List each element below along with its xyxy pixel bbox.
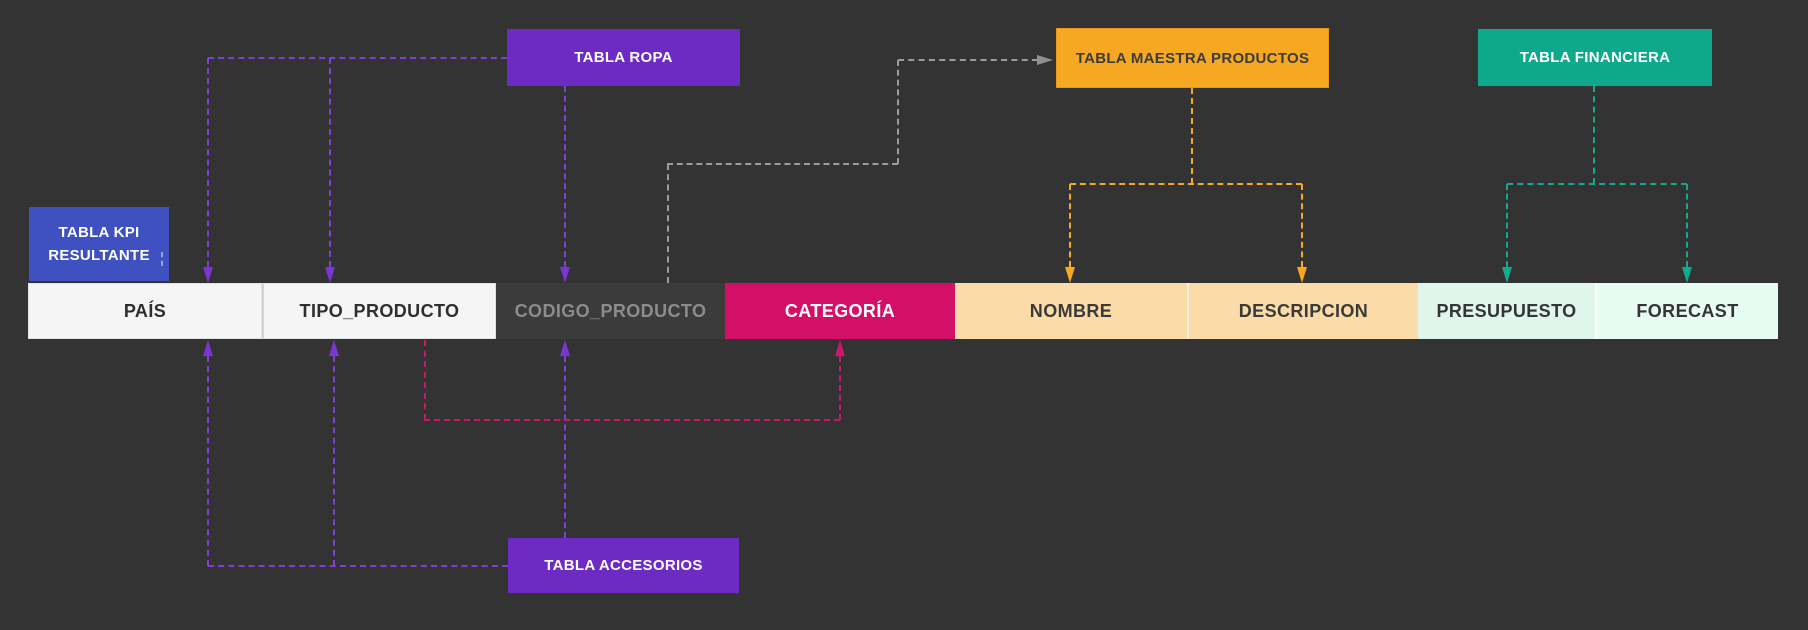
arrow-down-icon [325,267,335,283]
connector-maestra-horizontal [1070,183,1302,185]
table-box-accesorios[interactable]: TABLA ACCESORIOS [508,538,739,593]
arrow-up-icon [329,340,339,356]
connector-accesorios-vertical-pais [207,356,209,566]
connector-financiera-horizontal [1507,183,1687,185]
connector-pink-horizontal [424,419,840,421]
connector-ropa-horizontal [208,57,507,59]
field-forecast-label: FORECAST [1636,300,1739,321]
field-codigo-producto[interactable]: CODIGO_PRODUCTO [496,283,725,339]
arrow-down-icon [1502,267,1512,283]
field-descripcion[interactable]: DESCRIPCION [1187,283,1418,339]
table-box-financiera[interactable]: TABLA FINANCIERA [1478,29,1712,86]
table-box-ropa[interactable]: TABLA ROPA [507,29,740,86]
connector-maestra-vertical-nombre [1069,184,1071,267]
table-box-kpi-resultante[interactable]: TABLA KPI RESULTANTE [29,207,169,281]
field-descripcion-label: DESCRIPCION [1238,300,1369,321]
arrow-down-icon [1297,267,1307,283]
arrow-up-icon [835,340,845,356]
field-forecast[interactable]: FORECAST [1595,283,1778,339]
connector-financiera-vertical-presupuesto [1506,184,1508,267]
field-pais-label: PAÍS [123,300,167,321]
connector-accesorios-horizontal [208,565,508,567]
arrow-down-icon [203,267,213,283]
field-presupuesto-label: PRESUPUESTO [1436,300,1577,321]
arrow-up-icon [203,340,213,356]
arrow-down-icon [560,267,570,283]
field-presupuesto[interactable]: PRESUPUESTO [1418,283,1595,339]
field-nombre[interactable]: NOMBRE [955,283,1187,339]
connector-gray-vertical-from-row [667,164,669,283]
field-codigo-producto-label: CODIGO_PRODUCTO [514,300,707,321]
connector-financiera-vertical-center [1593,86,1595,184]
connector-ropa-vertical-tipo [329,58,331,267]
connector-financiera-vertical-forecast [1686,184,1688,267]
connector-maestra-vertical-descripcion [1301,184,1303,267]
connector-ropa-vertical-pais [207,58,209,267]
table-box-accesorios-label: TABLA ACCESORIOS [544,557,703,574]
field-categoria[interactable]: CATEGORÍA [725,283,955,339]
kpi-connector-stub [161,252,163,266]
field-categoria-label: CATEGORÍA [784,300,896,321]
field-tipo-producto[interactable]: TIPO_PRODUCTO [262,283,496,339]
connector-gray-vertical-up [897,60,899,164]
table-box-kpi-resultante-label: TABLA KPI RESULTANTE [48,223,150,264]
arrow-right-icon [1037,55,1053,65]
connector-gray-horizontal-low [667,163,898,165]
connector-maestra-vertical-center [1191,88,1193,184]
table-box-maestra-productos[interactable]: TABLA MAESTRA PRODUCTOS [1056,28,1329,88]
table-box-ropa-label: TABLA ROPA [574,49,673,66]
field-tipo-producto-label: TIPO_PRODUCTO [299,300,460,321]
connector-ropa-vertical-codigo [564,86,566,267]
connector-pink-vertical-right [839,356,841,420]
arrow-up-icon [560,340,570,356]
table-box-maestra-productos-label: TABLA MAESTRA PRODUCTOS [1075,49,1310,67]
connector-pink-vertical-left [424,340,426,420]
connector-accesorios-vertical-codigo [564,356,566,538]
table-box-financiera-label: TABLA FINANCIERA [1519,49,1671,66]
connector-accesorios-vertical-tipo [333,356,335,566]
arrow-down-icon [1065,267,1075,283]
field-pais[interactable]: PAÍS [28,283,262,339]
connector-gray-horizontal-top [898,59,1038,61]
arrow-down-icon [1682,267,1692,283]
field-nombre-label: NOMBRE [1029,300,1113,321]
